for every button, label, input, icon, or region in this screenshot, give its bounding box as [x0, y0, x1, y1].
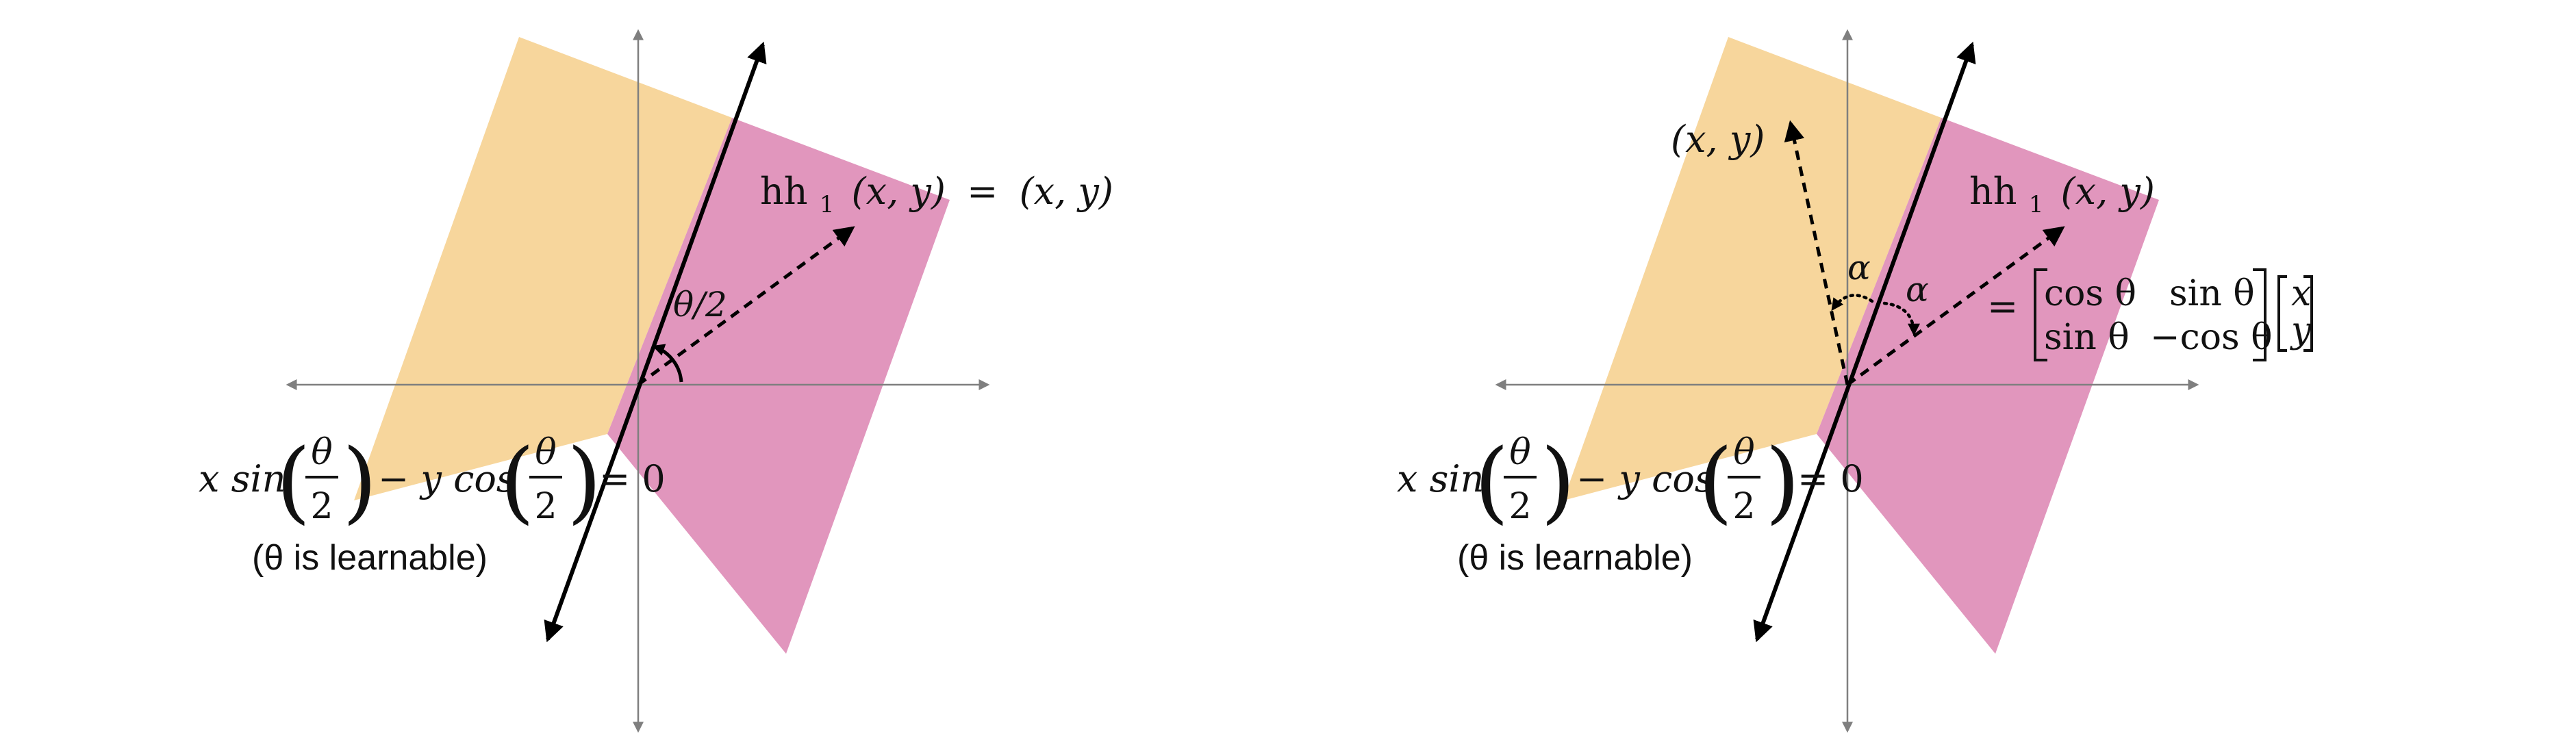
paren-close-1: ) [342, 429, 377, 533]
paren-close-2: ) [567, 429, 602, 533]
map-value: (x, y) [1020, 170, 1113, 213]
boundary-equation: x sin ( θ 2 ) − y cos ( θ 2 ) = 0 [199, 429, 666, 533]
frac2-den: 2 [1732, 486, 1755, 527]
matrix-m12: sin θ [2169, 273, 2255, 314]
paren-close-2: ) [1765, 429, 1800, 533]
eq-term-2: − y cos [378, 457, 516, 500]
eq-term-3: = 0 [1797, 457, 1864, 500]
vector-x: x [2291, 273, 2311, 314]
vector-bracket-right [2303, 275, 2313, 352]
matrix-bracket-right [2253, 268, 2266, 361]
matrix-equation: = cos θ sin θ sin θ −cos θ x y [1987, 268, 2313, 361]
eq-term-3: = 0 [599, 457, 666, 500]
input-vector-arrow [1784, 120, 1849, 385]
paren-close-1: ) [1541, 429, 1576, 533]
map-sub: 1 [820, 191, 835, 218]
vector-bracket-left [2277, 275, 2287, 352]
matrix-m11: cos θ [2044, 273, 2136, 314]
map-func: hh [760, 170, 808, 213]
angle-label: θ/2 [673, 285, 727, 324]
alpha-label-right: α [1906, 270, 1929, 309]
map-sub: 1 [2029, 191, 2044, 218]
boundary-line [1753, 41, 1976, 643]
paren-open-1: ( [276, 429, 311, 533]
matrix-m21: sin θ [2044, 317, 2130, 358]
learnable-note: (θ is learnable) [1457, 538, 1693, 578]
frac1-num: θ [1509, 432, 1530, 473]
vector-y: y [2290, 310, 2312, 351]
map-label: hh 1 (x, y) [1969, 170, 2155, 221]
matrix-eq-sign: = [1987, 285, 2018, 328]
paren-open-2: ( [1698, 429, 1733, 533]
map-arg: (x, y) [2061, 170, 2155, 213]
svg-text:hh 1 (x, y): hh 1 (x, y) = (x, y) [760, 170, 1113, 221]
input-point-label: (x, y) [1671, 118, 1765, 161]
paren-open-1: ( [1474, 429, 1509, 533]
map-func: hh [1969, 170, 2017, 213]
angle-arc-left [1830, 294, 1874, 311]
frac2-den: 2 [534, 486, 557, 527]
matrix-m22: −cos θ [2150, 317, 2273, 358]
boundary-equation: x sin ( θ 2 ) − y cos ( θ 2 ) = 0 [1397, 429, 1864, 533]
angle-arc [652, 344, 683, 383]
angle-arc-right [1882, 301, 1920, 336]
frac2-num: θ [1733, 432, 1754, 473]
eq-term-1: x sin [1397, 457, 1484, 500]
boundary-line [544, 41, 767, 643]
map-label: hh 1 (x, y) = (x, y) [760, 170, 1113, 221]
eq-term-1: x sin [199, 457, 286, 500]
eq-term-2: − y cos [1576, 457, 1714, 500]
map-arg: (x, y) [852, 170, 946, 213]
alpha-label-left: α [1847, 248, 1871, 288]
right-panel: α α (x, y) hh 1 (x, y) = cos θ sin θ sin… [1397, 29, 2313, 733]
left-panel: θ/2 hh 1 (x, y) = (x, y) x sin ( θ 2 ) −… [199, 29, 1113, 733]
output-vector-arrow [637, 226, 855, 387]
svg-text:hh 1 (x, y): hh 1 (x, y) [1969, 170, 2155, 221]
learnable-note: (θ is learnable) [252, 538, 488, 578]
matrix-bracket-left [2034, 268, 2047, 361]
frac1-den: 2 [1508, 486, 1531, 527]
frac1-den: 2 [310, 486, 333, 527]
paren-open-2: ( [500, 429, 535, 533]
frac2-num: θ [535, 432, 556, 473]
output-vector-arrow [1846, 226, 2065, 387]
map-eq: = [967, 170, 998, 213]
frac1-num: θ [311, 432, 332, 473]
